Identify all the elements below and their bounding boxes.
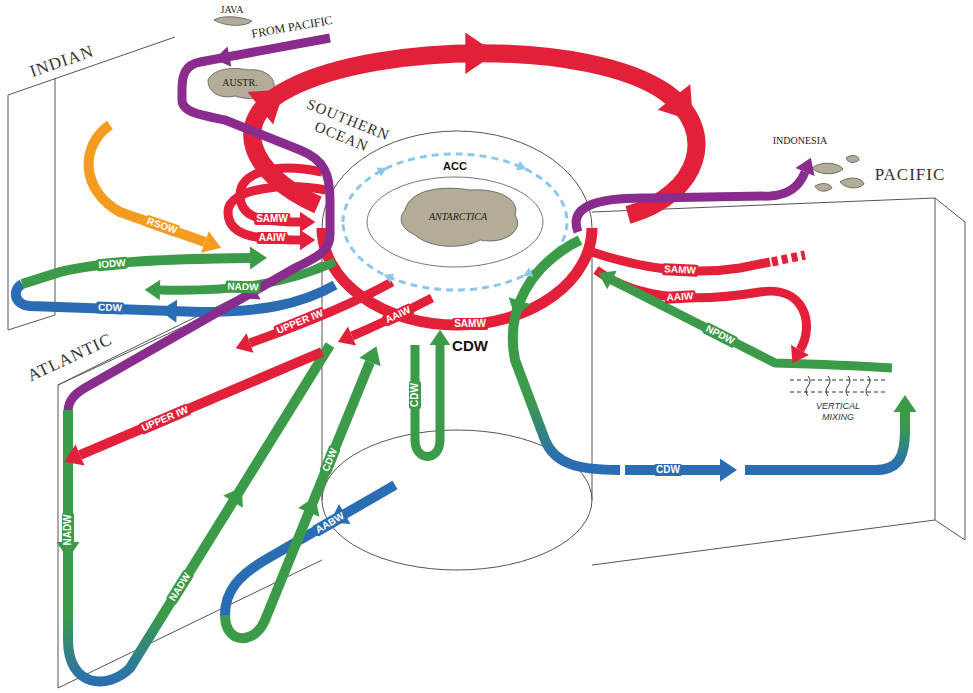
current-label: ACC <box>441 160 469 173</box>
place-label: AUSTR. <box>220 77 259 89</box>
arrowhead <box>298 497 319 517</box>
basin-name: INDIAN <box>25 41 98 83</box>
arrowhead <box>300 230 315 251</box>
place-label: ANTARCTICA <box>427 211 489 223</box>
indonesia-island <box>846 156 859 163</box>
place-label: INDONESIA <box>771 135 829 147</box>
rsow-ribbon <box>89 125 205 242</box>
water-mass-label: RSOW <box>143 215 180 238</box>
throughflow-ribbon <box>576 172 805 232</box>
water-mass-label: NADW <box>225 280 261 293</box>
nadw-ribbon <box>68 345 330 681</box>
water-mass-label: AAIW <box>664 290 695 304</box>
npdw-ribbon <box>612 280 892 368</box>
aaiw-ribbon <box>352 298 432 336</box>
arrowhead <box>509 297 531 317</box>
upper-iw-ribbon <box>250 282 392 343</box>
aabw-ribbon <box>225 485 395 615</box>
arrowhead <box>201 231 221 253</box>
water-mass-label: IODW <box>96 257 128 272</box>
indonesia-island <box>840 178 864 188</box>
flow-source-label: FROM PACIFIC <box>248 12 335 41</box>
basin-edge <box>8 37 175 330</box>
arrowhead <box>214 46 231 66</box>
atlantic-basin: ATLANTIC <box>54 250 326 692</box>
basin-name: ATLANTIC <box>23 329 118 388</box>
iodw-ribbon <box>22 258 250 284</box>
throughflow-ribbon <box>68 38 330 412</box>
arrowhead <box>384 274 394 283</box>
arrowhead <box>223 487 243 508</box>
arrowhead <box>377 168 387 177</box>
water-mass-label: AABW <box>312 509 348 537</box>
arrowhead <box>516 161 526 170</box>
arrowhead <box>145 280 161 301</box>
water-mass-label: SAMW <box>452 318 488 330</box>
water-mass-label: SAMW <box>662 263 698 277</box>
upper-iw-ribbon <box>80 352 322 455</box>
arrowhead <box>430 330 451 345</box>
arrowhead <box>791 345 809 363</box>
arrowhead <box>658 84 693 121</box>
basin-edge <box>322 131 592 570</box>
arrowhead <box>523 268 533 277</box>
pacific-basin: PACIFIC <box>588 194 969 569</box>
basin-name: SOUTHERN OCEAN <box>290 92 400 164</box>
samw-dashed-ribbon <box>772 255 805 262</box>
water-mass-label: AAIW <box>257 232 288 244</box>
antarctica-land <box>401 188 518 246</box>
vertical-mixing-symbol <box>790 376 885 396</box>
arrowhead <box>598 271 616 289</box>
arrowhead <box>248 89 285 124</box>
arrowheads <box>57 33 917 559</box>
basin-outline <box>54 250 326 692</box>
java-island <box>214 17 252 26</box>
mixing-squiggle <box>846 376 850 396</box>
mixing-squiggle <box>866 376 870 396</box>
water-mass-label: SAMW <box>254 213 290 225</box>
arrowhead <box>465 33 496 74</box>
antarctic-disc <box>367 177 543 267</box>
arrowhead <box>720 459 737 482</box>
indian-basin: INDIAN <box>4 30 184 335</box>
cdw-ribbon <box>625 465 720 475</box>
arrowhead <box>795 158 814 176</box>
water-mass-label: AAIW <box>382 303 415 327</box>
mixing-squiggle <box>826 376 830 396</box>
water-mass-label: NADW <box>62 512 74 547</box>
arrowhead <box>64 444 84 465</box>
indonesia-island <box>815 184 832 192</box>
water-mass-label: CDW <box>450 337 490 355</box>
mixing-level-line <box>790 392 885 393</box>
arrowhead <box>338 326 356 345</box>
water-mass-label: NPDW <box>702 322 738 348</box>
mixing-level-line <box>790 380 885 381</box>
water-mass-label: UPPER IW <box>138 403 192 435</box>
basin-outline <box>588 194 969 569</box>
basin-edge <box>58 255 322 688</box>
arrowhead <box>250 247 267 270</box>
mixing-squiggle <box>806 376 810 396</box>
water-mass-label: CDW <box>409 381 421 409</box>
process-note: VERTICAL MIXING <box>805 401 871 423</box>
water-mass-label: NADW <box>166 569 195 605</box>
ring-band <box>322 228 592 325</box>
water-mass-label: UPPER IW <box>273 306 327 337</box>
place-label: JAVA <box>219 4 246 16</box>
basin-edge <box>592 198 965 565</box>
indonesia-island <box>812 163 843 174</box>
water-mass-label: CDW <box>654 464 682 476</box>
water-mass-label: CDW <box>319 445 341 475</box>
cdw-ribbon <box>513 240 620 470</box>
water-mass-label: CDW <box>96 302 124 315</box>
arrowhead <box>160 300 177 323</box>
basin-name: PACIFIC <box>873 165 948 185</box>
arrowhead <box>894 395 917 412</box>
arrowhead <box>300 212 315 233</box>
arrowhead <box>236 333 254 352</box>
arrowhead <box>359 346 380 366</box>
aaiw-ribbon <box>596 270 807 350</box>
